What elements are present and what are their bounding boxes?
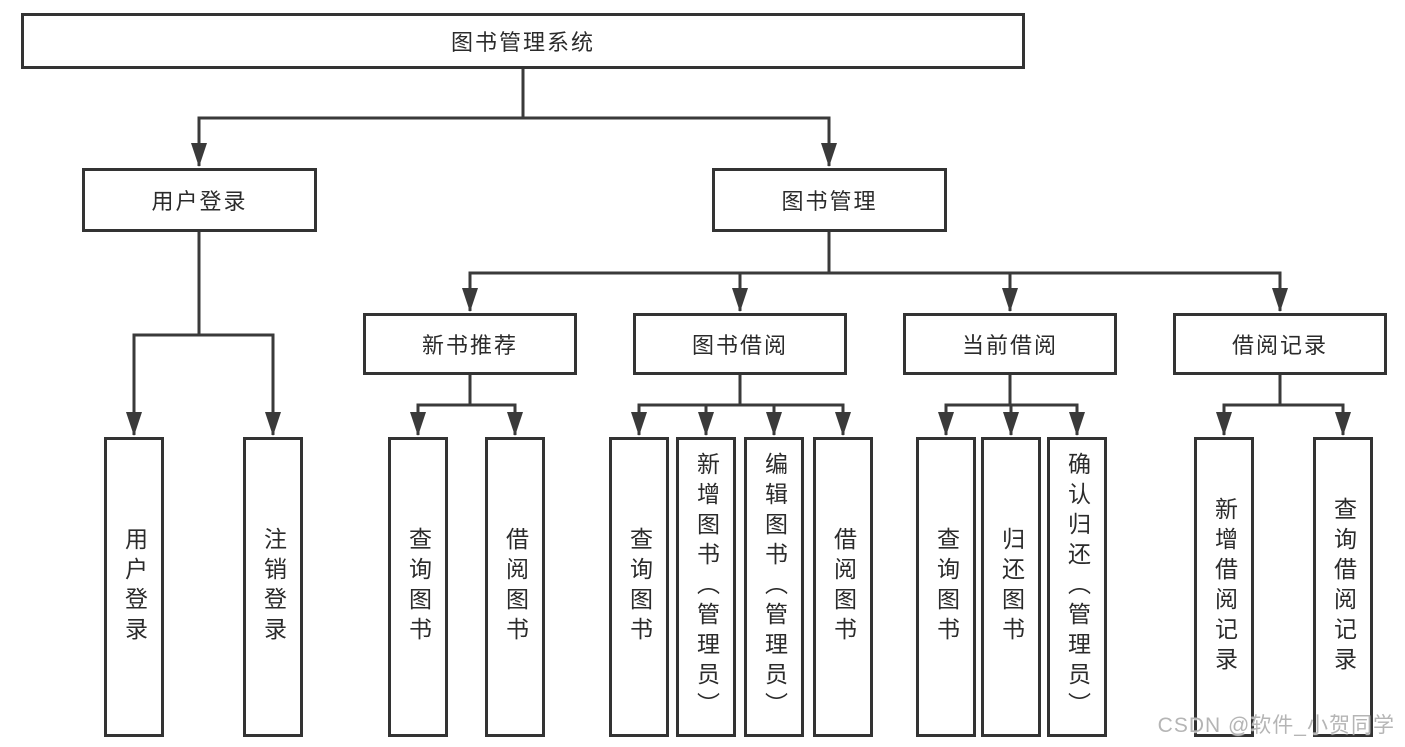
leaf-label: 借阅图书 [830, 527, 857, 647]
leaf-label: 编辑图书（管理员） [761, 452, 788, 722]
leaf-label: 查询图书 [405, 527, 432, 647]
node-label: 当前借阅 [961, 333, 1058, 358]
leaf-label: 确认归还（管理员） [1064, 452, 1091, 722]
leaf-confirm-return-admin: 确认归还（管理员） [1047, 437, 1107, 737]
leaf-label: 查询图书 [626, 527, 653, 647]
node-label: 借阅记录 [1231, 333, 1328, 358]
node-label: 图书管理 [781, 189, 878, 214]
node-label: 新书推荐 [421, 333, 518, 358]
leaf-return-books: 归还图书 [981, 437, 1041, 737]
leaf-edit-books-admin: 编辑图书（管理员） [744, 437, 804, 737]
leaf-label: 查询借阅记录 [1330, 497, 1357, 677]
leaf-label: 注销登录 [260, 527, 287, 647]
leaf-add-borrow-record: 新增借阅记录 [1194, 437, 1254, 737]
node-book-management: 图书管理 [712, 168, 947, 232]
leaf-borrow-books: 借阅图书 [485, 437, 545, 737]
leaf-label: 新增借阅记录 [1211, 497, 1238, 677]
node-new-book-recommendation: 新书推荐 [363, 313, 577, 375]
leaf-query-borrow-record: 查询借阅记录 [1313, 437, 1373, 737]
node-library-management-system: 图书管理系统 [21, 13, 1025, 69]
node-label: 用户登录 [151, 189, 248, 214]
node-user-login: 用户登录 [82, 168, 317, 232]
leaf-user-login: 用户登录 [104, 437, 164, 737]
leaf-label: 新增图书（管理员） [693, 452, 720, 722]
node-label: 图书借阅 [691, 333, 788, 358]
leaf-query-books: 查询图书 [388, 437, 448, 737]
leaf-query-books: 查询图书 [916, 437, 976, 737]
leaf-query-books: 查询图书 [609, 437, 669, 737]
leaf-label: 借阅图书 [502, 527, 529, 647]
leaf-label: 用户登录 [121, 527, 148, 647]
node-label: 图书管理系统 [450, 30, 595, 55]
node-book-borrowing: 图书借阅 [633, 313, 847, 375]
leaf-label: 归还图书 [998, 527, 1025, 647]
leaf-add-books-admin: 新增图书（管理员） [676, 437, 736, 737]
leaf-label: 查询图书 [933, 527, 960, 647]
leaf-logout: 注销登录 [243, 437, 303, 737]
node-current-borrowing: 当前借阅 [903, 313, 1117, 375]
leaf-borrow-books: 借阅图书 [813, 437, 873, 737]
node-borrowing-records: 借阅记录 [1173, 313, 1387, 375]
